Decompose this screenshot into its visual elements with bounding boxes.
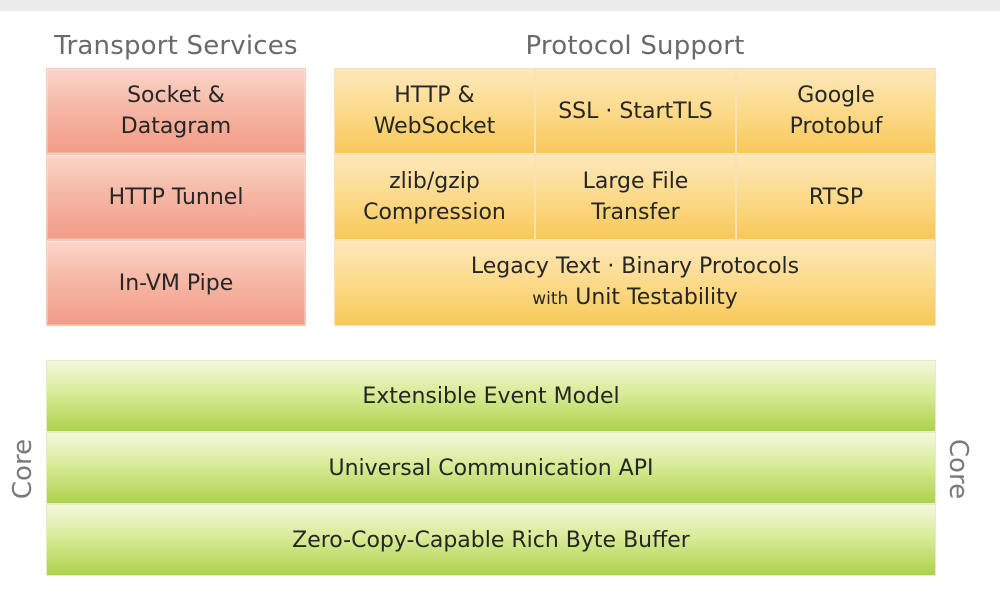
core-extensible-event-model: Extensible Event Model bbox=[46, 360, 936, 432]
line: SSL · StartTLS bbox=[558, 98, 713, 124]
line: WebSocket bbox=[373, 114, 496, 139]
protocol-legacy-text-binary: Legacy Text · Binary Protocols with Unit… bbox=[334, 240, 936, 326]
line: with Unit Testability bbox=[532, 282, 738, 315]
line: HTTP & bbox=[394, 83, 475, 108]
core-universal-communication-api: Universal Communication API bbox=[46, 432, 936, 504]
line: Universal Communication API bbox=[328, 455, 654, 481]
core-zero-copy-byte-buffer: Zero-Copy-Capable Rich Byte Buffer bbox=[46, 504, 936, 576]
protocol-rtsp: RTSP bbox=[736, 154, 936, 240]
protocol-zlib-gzip: zlib/gzip Compression bbox=[334, 154, 535, 240]
line: Compression bbox=[363, 200, 506, 225]
core-label-left: Core bbox=[8, 437, 38, 501]
core-label-left-text: Core bbox=[8, 438, 38, 500]
line: zlib/gzip bbox=[389, 169, 480, 194]
protocol-large-file-transfer: Large File Transfer bbox=[535, 154, 736, 240]
transport-socket-datagram: Socket & Datagram bbox=[46, 68, 306, 154]
protocol-http-websocket: HTTP & WebSocket bbox=[334, 68, 535, 154]
protocol-support-title: Protocol Support bbox=[525, 31, 745, 61]
core-label-right-text: Core bbox=[943, 438, 973, 500]
line: Protobuf bbox=[789, 114, 883, 139]
protocol-ssl-starttls: SSL · StartTLS bbox=[535, 68, 736, 154]
line: HTTP Tunnel bbox=[108, 184, 244, 210]
line: Zero-Copy-Capable Rich Byte Buffer bbox=[292, 527, 690, 553]
transport-services-title: Transport Services bbox=[54, 31, 298, 61]
unit-testability: Unit Testability bbox=[575, 285, 738, 310]
line: In-VM Pipe bbox=[118, 270, 234, 296]
line: Transfer bbox=[591, 200, 680, 225]
transport-in-vm-pipe: In-VM Pipe bbox=[46, 240, 306, 326]
line: Legacy Text · Binary Protocols bbox=[470, 254, 800, 279]
line: Extensible Event Model bbox=[362, 383, 620, 409]
transport-http-tunnel: HTTP Tunnel bbox=[46, 154, 306, 240]
with-word: with bbox=[532, 289, 569, 309]
line: Datagram bbox=[120, 114, 232, 139]
protocol-google-protobuf: Google Protobuf bbox=[736, 68, 936, 154]
line: RTSP bbox=[808, 184, 864, 210]
line: Socket & bbox=[127, 83, 225, 108]
top-bar bbox=[0, 0, 1000, 11]
line: Large File bbox=[582, 169, 689, 194]
core-label-right: Core bbox=[943, 437, 973, 501]
line: Google bbox=[797, 83, 875, 108]
